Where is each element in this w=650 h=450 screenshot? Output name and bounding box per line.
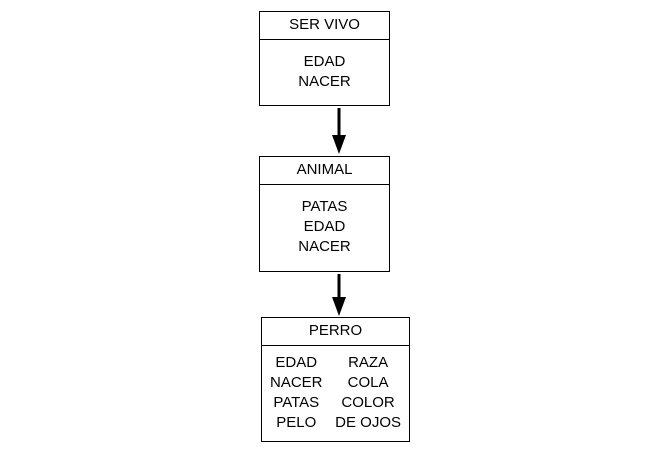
attribute: PELO (276, 414, 317, 431)
attribute: PATAS (301, 198, 348, 215)
class-title: SER VIVO (260, 12, 389, 40)
arrow-head (332, 135, 346, 154)
arrow-ser-vivo-to-animal (332, 108, 346, 154)
class-title: ANIMAL (260, 157, 389, 185)
attribute-list: PATAS EDAD NACER (260, 185, 389, 269)
attribute: RAZA (348, 354, 389, 371)
attribute-columns: EDAD NACER PATAS PELO RAZA COLA COLOR DE… (262, 346, 409, 433)
attribute: DE OJOS (335, 414, 401, 431)
class-box-perro: PERRO EDAD NACER PATAS PELO RAZA COLA CO… (261, 317, 410, 442)
attribute-list: EDAD NACER (260, 40, 389, 104)
attribute: EDAD (275, 354, 318, 371)
class-box-ser-vivo: SER VIVO EDAD NACER (259, 11, 390, 106)
attribute: NACER (298, 238, 351, 255)
attribute: COLOR (341, 394, 395, 411)
attribute: NACER (298, 73, 351, 90)
class-title: PERRO (262, 318, 409, 346)
attribute-column-left: EDAD NACER PATAS PELO (270, 353, 323, 433)
attribute-column-right: RAZA COLA COLOR DE OJOS (335, 353, 401, 433)
class-box-animal: ANIMAL PATAS EDAD NACER (259, 156, 390, 272)
attribute: PATAS (273, 394, 320, 411)
attribute: EDAD (303, 53, 346, 70)
attribute: EDAD (303, 218, 346, 235)
attribute: NACER (270, 374, 323, 391)
arrow-head (332, 297, 346, 316)
arrow-animal-to-perro (332, 274, 346, 316)
attribute: COLA (347, 374, 389, 391)
